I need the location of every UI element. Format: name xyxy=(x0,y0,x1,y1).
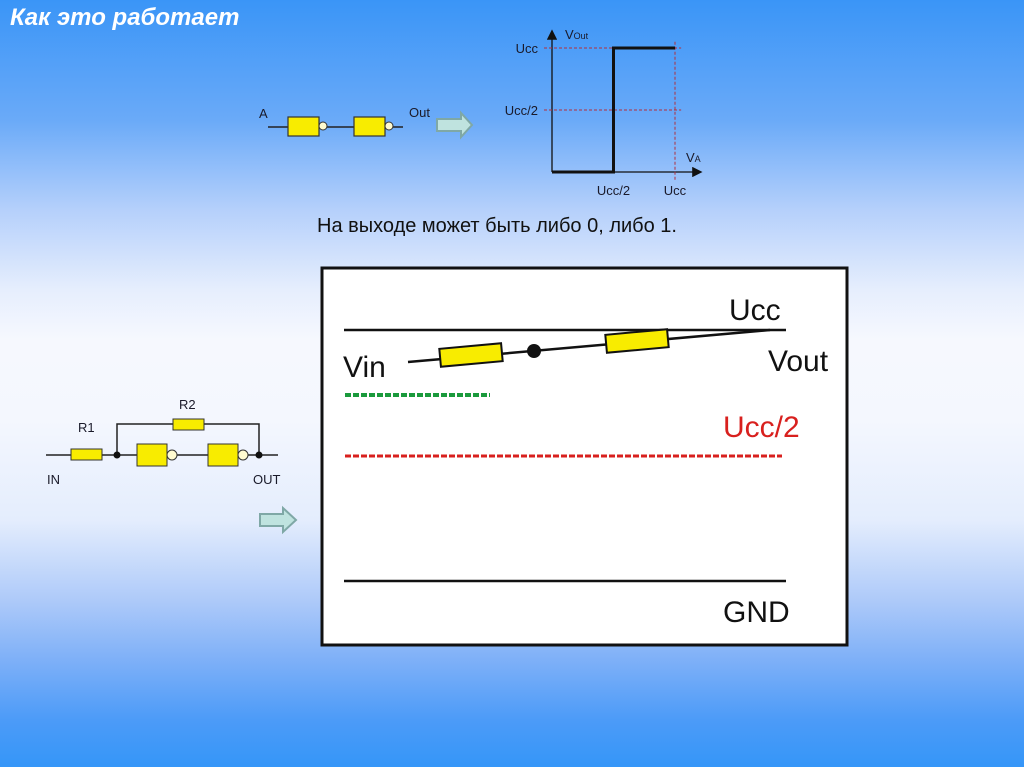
right-arrow-icon xyxy=(436,110,474,140)
y-tick-label: Ucc xyxy=(516,41,539,56)
right-arrow-icon xyxy=(259,505,298,535)
resistor-r1 xyxy=(70,448,103,461)
junction-dot-left xyxy=(113,451,121,459)
r1-label: R1 xyxy=(78,420,95,435)
slide-caption: На выходе может быть либо 0, либо 1. xyxy=(317,215,677,237)
inverter-1-bubble xyxy=(318,121,328,131)
in-label: IN xyxy=(47,472,60,487)
x-axis-label: VA xyxy=(686,150,701,165)
resistor-feedback xyxy=(604,328,670,354)
feedback-circuit: R1 R2 IN OUT xyxy=(46,397,298,535)
output-label-out: Out xyxy=(409,105,430,120)
top-circuit: A Out xyxy=(259,105,474,140)
ucc-label: Ucc xyxy=(729,294,781,327)
inverter-1 xyxy=(287,116,320,137)
inverter-2-bubble xyxy=(237,449,249,461)
inverter-2 xyxy=(353,116,386,137)
resistor-r2 xyxy=(172,418,205,431)
inverter-2 xyxy=(207,443,239,467)
junction-dot-right xyxy=(255,451,263,459)
out-label: OUT xyxy=(253,472,281,487)
inverter-1-bubble xyxy=(166,449,178,461)
lever-diagram: Ucc Vout Vin Ucc/2 GND xyxy=(320,266,849,647)
resistor-input xyxy=(438,342,504,368)
x-tick-label: Ucc xyxy=(664,183,687,198)
pivot-node xyxy=(527,344,541,358)
vout-label: Vout xyxy=(768,345,829,378)
x-tick-label: Ucc/2 xyxy=(597,183,630,198)
r2-label: R2 xyxy=(179,397,196,412)
y-tick-label: Ucc/2 xyxy=(505,103,538,118)
inverter-2-bubble xyxy=(384,121,394,131)
series-line-vout xyxy=(552,46,675,174)
vin-label: Vin xyxy=(343,351,386,384)
input-label-a: A xyxy=(259,106,268,121)
inverter-1 xyxy=(136,443,168,467)
slide-title: Как это работает xyxy=(10,4,240,31)
half-supply-label: Ucc/2 xyxy=(723,411,800,444)
gnd-label: GND xyxy=(723,596,790,629)
y-axis-label: VOut xyxy=(565,27,589,42)
